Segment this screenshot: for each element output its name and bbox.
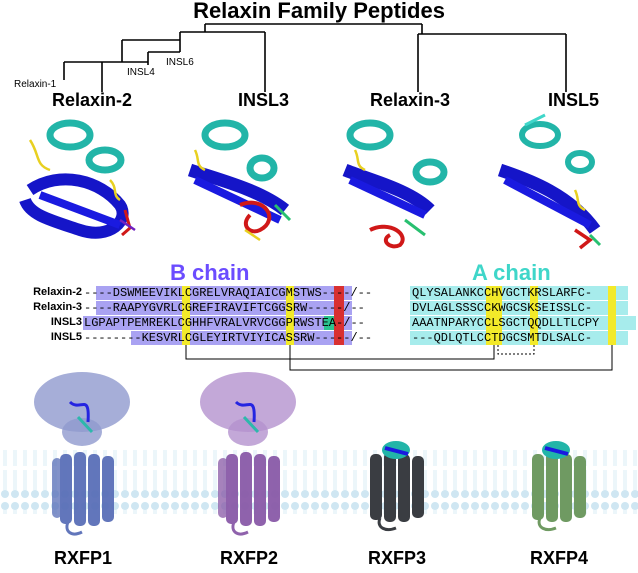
alignment-row-label: INSL5 — [50, 331, 82, 343]
peptide-label-relaxin-2: Relaxin-2 — [52, 90, 133, 110]
figure-title: Relaxin Family Peptides — [193, 0, 445, 23]
receptor-rxfp2 — [200, 372, 296, 536]
alignment-row-label: INSL3 — [50, 316, 82, 328]
tree-label-insl6: INSL6 — [166, 57, 194, 68]
phylogenetic-tree — [63, 23, 567, 92]
b-chain-sequence: ----RAAPYGVRLCGREFIRAVIFTCGGSRW-----/-- — [84, 301, 365, 315]
a-chain-sequence: ---QDLQTLCCTDGCSMTDLSALC- — [412, 331, 593, 345]
tree-label-relaxin-1: Relaxin-1 — [14, 79, 57, 90]
structure-insl5 — [497, 113, 602, 250]
receptor-membrane-panel — [0, 372, 638, 536]
alignment-background — [83, 286, 636, 371]
peptide-label-insl3: INSL3 — [238, 90, 290, 110]
receptor-rxfp1 — [34, 372, 130, 536]
peptide-label-relaxin-3: Relaxin-3 — [370, 90, 451, 110]
b-chain-sequence: LGPAPTPEMREKLCGHHFVRALVRVCGGPRWSTEA-/-- — [84, 316, 365, 330]
tree-label-insl4: INSL4 — [127, 67, 155, 78]
a-chain-sequence: AAATNPARYCCLSGCTQQDLLTLCPY — [412, 316, 600, 330]
alignment-row-label: Relaxin-2 — [33, 286, 82, 298]
receptor-rxfp3 — [370, 441, 424, 532]
structure-insl3 — [187, 119, 292, 242]
peptide-label-insl5: INSL5 — [548, 90, 600, 110]
alignment-row-label: Relaxin-3 — [33, 301, 82, 313]
receptor-rxfp4 — [532, 441, 586, 532]
a-chain-sequence: DVLAGLSSSCCKWGCSKSEISSLC- — [412, 301, 593, 315]
receptor-label-rxfp4: RXFP4 — [529, 548, 589, 568]
b-chain-sequence: --------KESVRLCGLEYIRTVIYICASSRW-----/-- — [84, 331, 373, 345]
receptor-label-rxfp1: RXFP1 — [53, 548, 113, 568]
peptide-structures — [19, 113, 602, 250]
a-chain-label: A chain — [472, 260, 551, 285]
structure-relaxin-2 — [19, 119, 136, 239]
b-chain-label: B chain — [170, 260, 250, 285]
receptor-label-rxfp3: RXFP3 — [367, 548, 427, 568]
a-chain-sequence: QLYSALANKCCHVGCTKRSLARFC- — [412, 286, 593, 300]
b-chain-sequence: ----DSWMEEVIKLCGRELVRAQIAICGMSTWS----/-- — [84, 286, 373, 300]
structure-relaxin-3 — [342, 119, 448, 249]
receptor-label-rxfp2: RXFP2 — [219, 548, 279, 568]
